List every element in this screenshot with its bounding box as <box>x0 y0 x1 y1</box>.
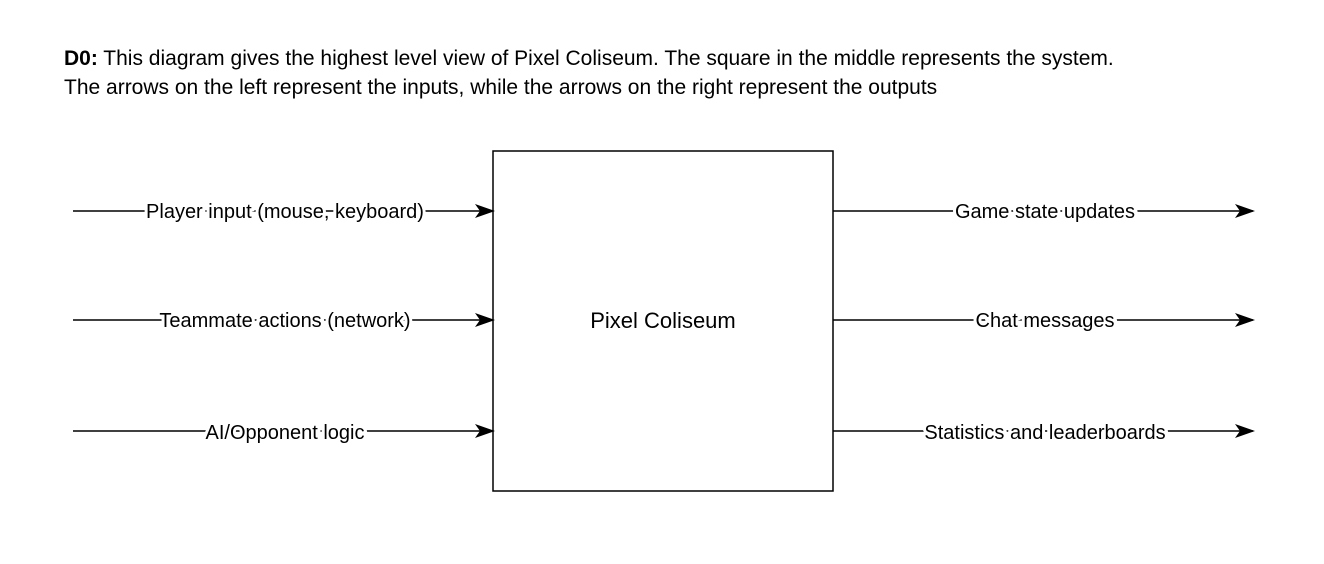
caption-line-2: The arrows on the left represent the inp… <box>64 76 938 99</box>
caption-prefix: D0: <box>64 47 98 70</box>
diagram-caption: D0: This diagram gives the highest level… <box>64 44 1304 102</box>
output-label-3: Statistics and leaderboards <box>924 422 1165 444</box>
system-node: Pixel Coliseum <box>492 150 834 492</box>
system-box <box>492 150 834 492</box>
input-arrow-3: AI/Opponent logic <box>73 419 495 447</box>
input-arrow-1: Player input (mouse, keyboard) <box>73 198 495 226</box>
output-arrow-1: Game state updates <box>833 198 1255 226</box>
caption-line-1: This diagram gives the highest level vie… <box>97 47 1114 70</box>
output-label-2: Chat messages <box>976 310 1115 332</box>
input-label-3: AI/Opponent logic <box>206 422 365 444</box>
output-arrow-3: Statistics and leaderboards <box>833 419 1255 447</box>
input-arrow-2: Teammate actions (network) <box>73 307 495 335</box>
system-label: Pixel Coliseum <box>590 308 736 333</box>
output-label-1: Game state updates <box>955 201 1135 223</box>
input-label-1: Player input (mouse, keyboard) <box>146 201 424 223</box>
input-label-2: Teammate actions (network) <box>159 310 410 332</box>
output-arrow-2: Chat messages <box>833 307 1255 335</box>
